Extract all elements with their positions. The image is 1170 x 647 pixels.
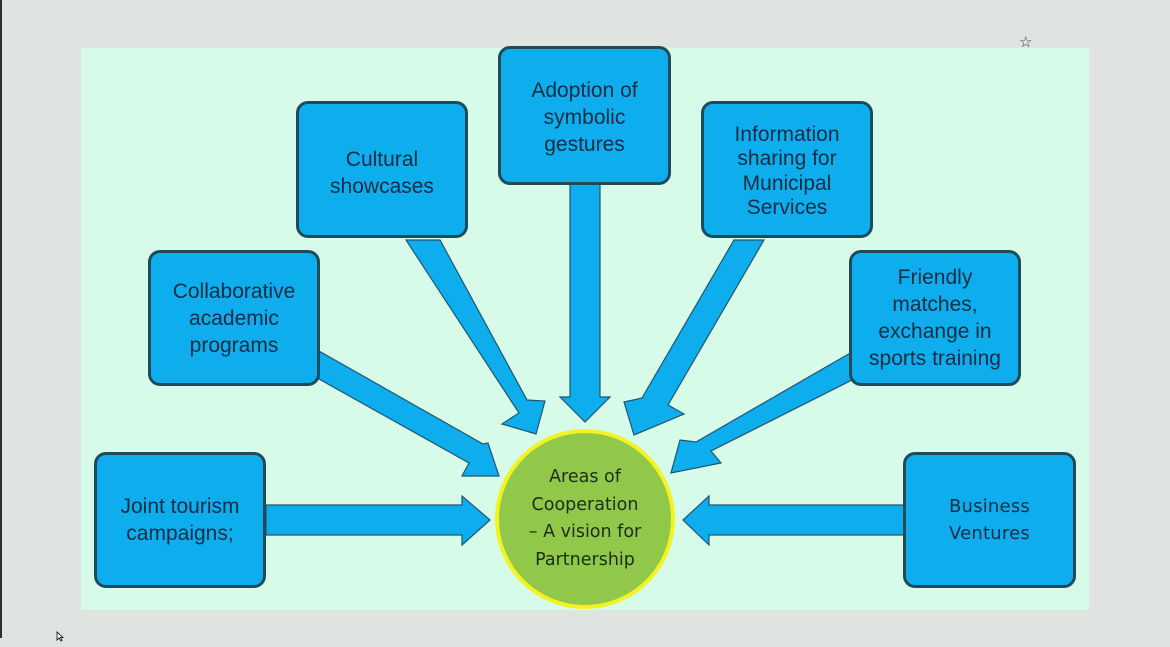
node-sports-training-label: Friendly matches, exchange in sports tra… — [869, 266, 1001, 370]
node-collaborative-academic[interactable]: Collaborative academic programs — [148, 250, 320, 386]
node-cultural-showcases[interactable]: Cultural showcases — [296, 101, 468, 238]
node-business-ventures[interactable]: Business Ventures — [903, 452, 1076, 588]
star-icon[interactable]: ☆ — [1019, 34, 1033, 51]
node-municipal-services-label: Information sharing for Municipal Servic… — [734, 122, 840, 220]
arrow-business-ventures — [682, 494, 905, 547]
node-symbolic-gestures-label: Adoption of symbolic gestures — [531, 79, 638, 156]
mouse-pointer-icon — [56, 629, 65, 647]
node-municipal-services[interactable]: Information sharing for Municipal Servic… — [701, 101, 873, 238]
node-sports-training[interactable]: Friendly matches, exchange in sports tra… — [849, 250, 1021, 386]
arrow-collaborative-academic — [318, 349, 500, 477]
arrow-municipal-services — [623, 239, 766, 436]
node-joint-tourism[interactable]: Joint tourism campaigns; — [94, 452, 266, 588]
node-joint-tourism-label: Joint tourism campaigns; — [120, 495, 240, 545]
node-cultural-showcases-label: Cultural showcases — [330, 148, 434, 198]
window-left-edge — [0, 0, 2, 638]
arrow-joint-tourism — [265, 494, 491, 547]
node-business-ventures-label: Business Ventures — [949, 496, 1030, 544]
center-hub-label: Areas of Cooperation – A vision for Part… — [528, 467, 642, 570]
node-symbolic-gestures[interactable]: Adoption of symbolic gestures — [498, 46, 671, 185]
center-hub[interactable]: Areas of Cooperation – A vision for Part… — [495, 429, 675, 609]
arrow-sports-training — [670, 350, 853, 474]
arrow-symbolic-gestures — [558, 183, 612, 423]
arrow-cultural-showcases — [404, 239, 546, 435]
node-collaborative-academic-label: Collaborative academic programs — [172, 279, 296, 357]
